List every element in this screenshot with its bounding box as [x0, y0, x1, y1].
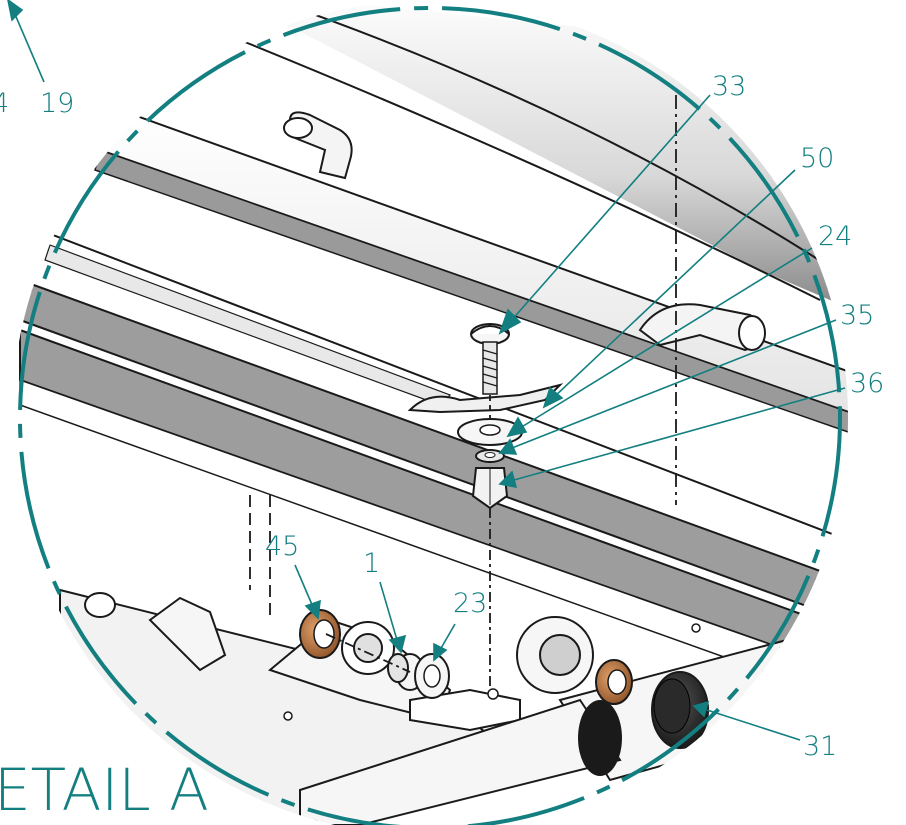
- leader-arrow-36: [498, 470, 518, 489]
- leader-arrow-23: [433, 642, 448, 662]
- callout-23: 23: [453, 588, 487, 619]
- washer-part-24: [457, 418, 523, 446]
- screw-part-33: [470, 323, 510, 395]
- callout-36: 36: [850, 368, 884, 399]
- detail-view: [19, 0, 848, 825]
- leader-arrow-19: [7, 0, 24, 22]
- handle-right: [638, 303, 766, 352]
- callout-31: 31: [803, 731, 837, 762]
- detail-boundary-circle: [18, 6, 842, 825]
- callout-45: 45: [265, 531, 299, 562]
- cap-part-31: [651, 671, 709, 749]
- handle-left: [283, 111, 353, 180]
- leader-arrow-45: [304, 599, 321, 620]
- leader-arrow-31: [692, 700, 710, 718]
- callout-50: 50: [800, 143, 834, 174]
- leader-arrow-24: [506, 416, 528, 438]
- detail-title: ETAIL A: [0, 756, 209, 824]
- leaders: [7, 0, 846, 741]
- callout-24: 24: [818, 221, 852, 252]
- leader-arrow-33: [498, 308, 522, 335]
- callout-1: 1: [363, 548, 380, 579]
- callout-labels: 4 19 33 50 24 35 36 45 1 23 31: [0, 71, 884, 762]
- callout-35: 35: [840, 300, 874, 331]
- nut-part-36: [471, 467, 509, 510]
- bushing-part-45: [299, 609, 633, 705]
- lockwasher-part-35: [475, 449, 505, 463]
- callout-19: 19: [40, 88, 74, 119]
- callout-4: 4: [0, 88, 9, 119]
- lower-rails: [19, 278, 848, 722]
- centerlines: [249, 95, 677, 690]
- leader-arrow-35: [498, 438, 518, 455]
- washer-part-23: [414, 653, 450, 699]
- leader-arrow-1: [388, 634, 407, 654]
- leader-arrow-50: [542, 386, 564, 409]
- fastener-stack: [457, 323, 523, 510]
- callout-33: 33: [712, 71, 746, 102]
